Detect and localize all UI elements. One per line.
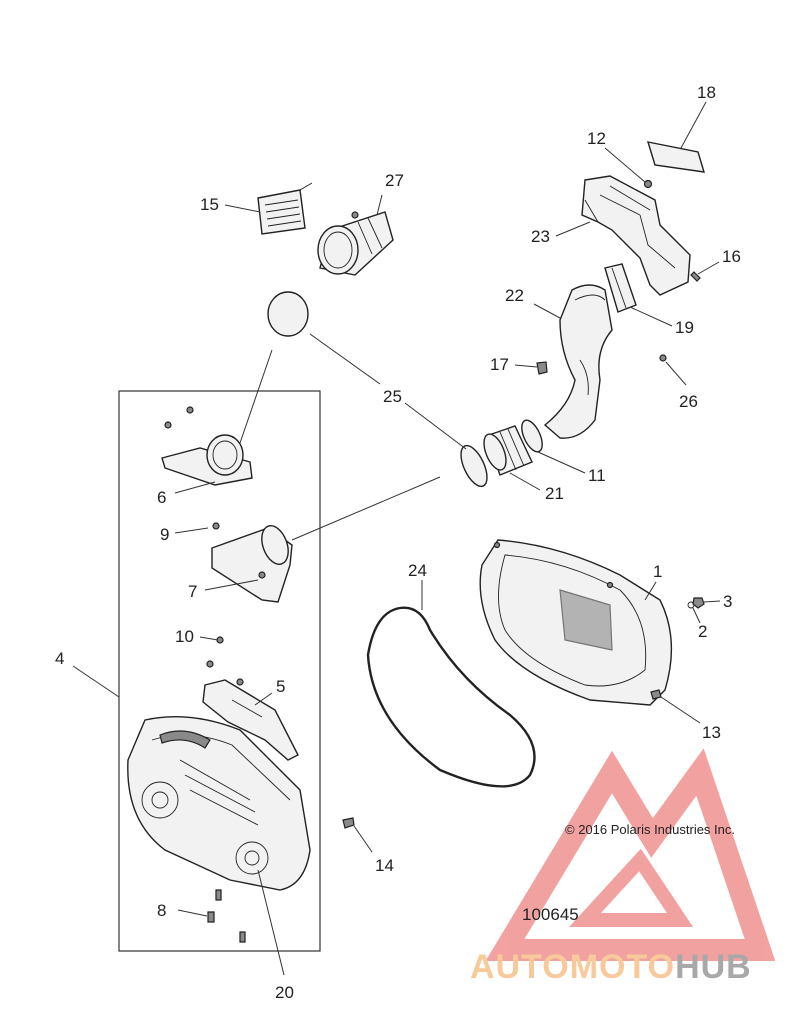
screw-a [206, 660, 214, 668]
label-14: 14 [375, 856, 394, 875]
label-4: 4 [55, 649, 64, 668]
leader-lines [72, 101, 721, 976]
label-12: 12 [587, 129, 606, 148]
part-1-cover [479, 539, 673, 706]
part-21-coupler [483, 425, 533, 476]
part-20-cover [127, 716, 311, 891]
screw-c [215, 889, 222, 901]
label-17: 17 [490, 355, 509, 374]
watermark-text-part2: HUB [675, 948, 752, 986]
label-2: 2 [698, 622, 707, 641]
part-6-mount [161, 406, 253, 486]
label-21: 21 [545, 484, 564, 503]
label-22: 22 [505, 286, 524, 305]
label-10: 10 [175, 627, 194, 646]
part-23-housing [581, 175, 691, 296]
label-27: 27 [385, 171, 404, 190]
label-25: 25 [383, 387, 402, 406]
label-3: 3 [723, 592, 732, 611]
label-15: 15 [200, 195, 219, 214]
label-19: 19 [675, 318, 694, 337]
part-15-filter [257, 182, 313, 235]
part-11-clamp [521, 419, 543, 453]
label-6: 6 [157, 488, 166, 507]
label-1: 1 [653, 562, 662, 581]
part-13-screw [650, 689, 662, 700]
part-19-sleeve [604, 263, 637, 313]
part-25-clamp-lower [460, 444, 488, 488]
label-8: 8 [157, 901, 166, 920]
label-24: 24 [408, 561, 427, 580]
assembly-box [118, 390, 321, 952]
watermark-text-part1: AUTOMOTO [470, 948, 675, 986]
label-9: 9 [160, 525, 169, 544]
label-23: 23 [531, 227, 550, 246]
diagram-number: 100645 [522, 905, 579, 924]
part-18-pad [646, 141, 705, 173]
part-26-screw [659, 354, 667, 362]
label-20: 20 [275, 983, 294, 1002]
watermark-text: AUTOMOTOHUB [470, 948, 752, 986]
label-26: 26 [679, 392, 698, 411]
label-5: 5 [276, 677, 285, 696]
part-14-screw [342, 817, 355, 829]
part-25-clamp-upper [267, 291, 309, 337]
part-27-intake [317, 211, 394, 276]
label-11: 11 [588, 466, 606, 485]
part-22-duct [543, 284, 613, 439]
label-18: 18 [697, 83, 716, 102]
label-13: 13 [702, 723, 721, 742]
label-16: 16 [722, 247, 741, 266]
part-24-belt [366, 606, 536, 788]
part-7-duct [211, 522, 293, 603]
part-16-screw [690, 271, 701, 282]
part-5-plate [202, 679, 299, 761]
part-8-screw [207, 911, 215, 923]
copyright: © 2016 Polaris Industries Inc. [565, 822, 735, 837]
watermark-logo [485, 748, 776, 961]
part-3-nut [692, 597, 705, 609]
part-17-screw [536, 361, 548, 375]
label-7: 7 [188, 582, 197, 601]
screw-b [236, 678, 244, 686]
part-12-screw [643, 179, 653, 189]
screw-d [239, 931, 246, 943]
